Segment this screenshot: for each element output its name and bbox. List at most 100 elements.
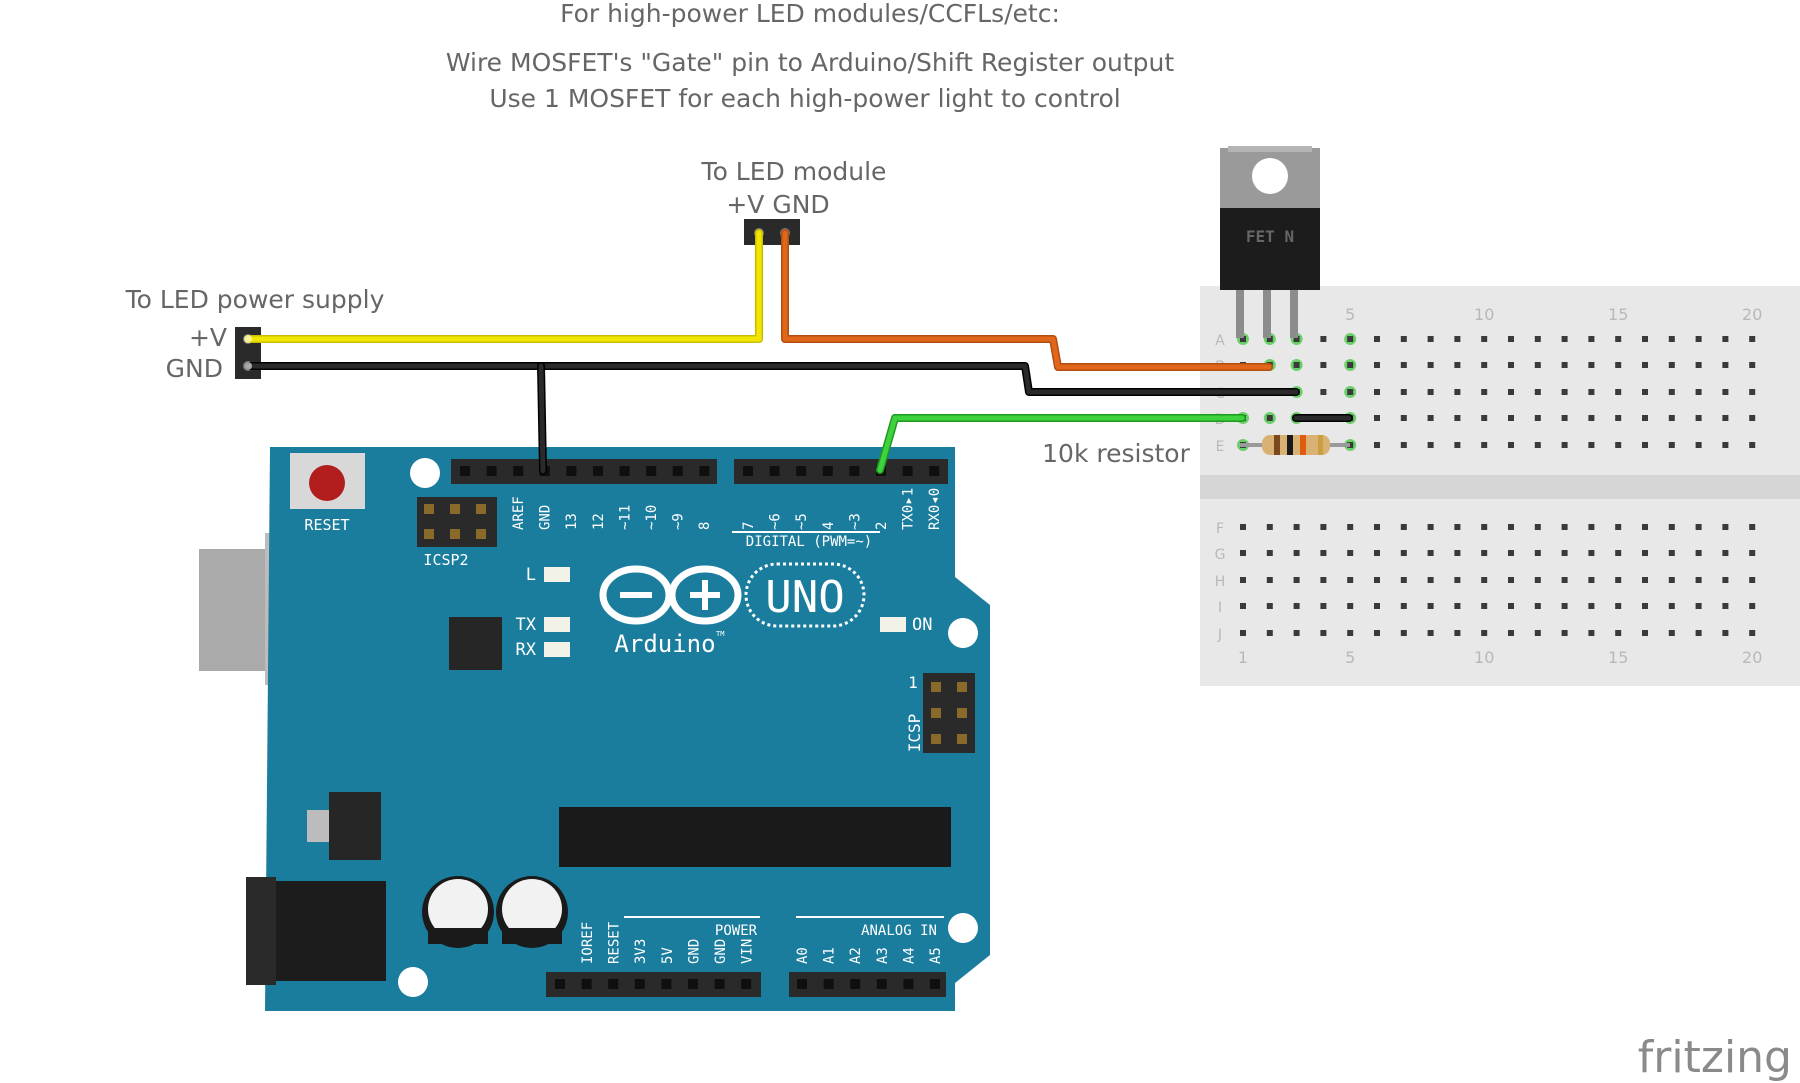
pin-label: ~10 bbox=[644, 505, 660, 530]
breadboard-hole bbox=[1400, 362, 1407, 368]
header-pin bbox=[555, 979, 565, 989]
breadboard-hole bbox=[1320, 630, 1327, 636]
header-pin bbox=[699, 466, 710, 476]
breadboard-hole bbox=[1320, 603, 1327, 609]
breadboard-hole bbox=[1374, 550, 1380, 556]
breadboard-hole bbox=[1561, 630, 1568, 636]
header-pin bbox=[688, 979, 698, 989]
digital-header-right bbox=[734, 459, 948, 484]
breadboard-hole bbox=[1240, 630, 1246, 636]
header-pin bbox=[931, 708, 941, 718]
breadboard-row-label: G bbox=[1215, 547, 1226, 563]
pin-label: A3 bbox=[875, 947, 891, 964]
pin-label: A1 bbox=[822, 947, 838, 964]
breadboard-col-label: 10 bbox=[1474, 648, 1494, 667]
pin-label: 4 bbox=[821, 522, 837, 530]
breadboard-hole bbox=[1454, 442, 1461, 448]
header-pin bbox=[797, 979, 807, 989]
breadboard-hole bbox=[1642, 630, 1648, 636]
breadboard-hole bbox=[1722, 577, 1729, 583]
breadboard-hole bbox=[1561, 577, 1568, 583]
header-pin bbox=[741, 979, 752, 989]
pin-label: ~5 bbox=[794, 513, 810, 530]
icsp-pin1-label: 1 bbox=[908, 673, 918, 692]
breadboard-hole bbox=[1642, 389, 1648, 395]
breadboard-col-label: 15 bbox=[1608, 648, 1628, 667]
header-pin bbox=[634, 979, 645, 989]
header-pin bbox=[850, 979, 861, 989]
breadboard-hole bbox=[1534, 362, 1541, 368]
note-line-3: Use 1 MOSFET for each high-power light t… bbox=[489, 84, 1120, 113]
arduino-tm: TM bbox=[716, 630, 724, 638]
breadboard-hole bbox=[1749, 442, 1756, 448]
breadboard-hole bbox=[1347, 577, 1354, 583]
breadboard-hole bbox=[1293, 630, 1300, 636]
breadboard-hole bbox=[1695, 415, 1702, 421]
breadboard-hole bbox=[1293, 550, 1300, 556]
header-pin bbox=[957, 708, 967, 718]
breadboard-col-label: 5 bbox=[1345, 305, 1355, 324]
breadboard-row-label: H bbox=[1215, 574, 1226, 590]
power-header bbox=[546, 972, 761, 997]
breadboard-hole bbox=[1695, 603, 1702, 609]
pin-label: ~9 bbox=[671, 513, 687, 530]
breadboard-hole bbox=[1293, 524, 1300, 530]
power-plus-label: +V bbox=[189, 323, 227, 352]
breadboard-hole bbox=[1266, 603, 1273, 609]
breadboard-hole bbox=[1588, 442, 1595, 448]
header-pin bbox=[796, 466, 807, 476]
breadboard-hole bbox=[1722, 550, 1729, 556]
breadboard-hole bbox=[1400, 336, 1407, 342]
breadboard-hole bbox=[1534, 577, 1541, 583]
breadboard-hole bbox=[1561, 442, 1568, 448]
wires bbox=[244, 229, 1353, 475]
breadboard-hole bbox=[1668, 524, 1675, 530]
breadboard-hole bbox=[1749, 389, 1756, 395]
breadboard-hole bbox=[1695, 630, 1702, 636]
breadboard-hole bbox=[1588, 389, 1595, 395]
breadboard-hole bbox=[1722, 389, 1729, 395]
breadboard-col-label: 20 bbox=[1742, 648, 1762, 667]
breadboard-hole bbox=[1481, 550, 1488, 556]
header-pin bbox=[822, 466, 833, 476]
header-pin bbox=[619, 466, 630, 476]
breadboard-hole bbox=[1749, 415, 1756, 421]
led-tx bbox=[544, 617, 570, 632]
led-tx-label: TX bbox=[516, 615, 537, 635]
breadboard-hole bbox=[1749, 550, 1756, 556]
led-on bbox=[880, 617, 906, 632]
breadboard-hole bbox=[1508, 415, 1514, 421]
header-pin bbox=[823, 979, 834, 989]
breadboard-hole bbox=[1427, 336, 1434, 342]
breadboard-hole bbox=[1481, 336, 1488, 342]
breadboard-hole bbox=[1534, 415, 1541, 421]
reset-label: RESET bbox=[304, 516, 349, 534]
mosfet-label: FET N bbox=[1246, 227, 1294, 246]
breadboard-hole bbox=[1266, 524, 1273, 530]
breadboard-hole bbox=[1374, 389, 1380, 395]
breadboard-hole bbox=[1508, 550, 1514, 556]
analog-header bbox=[789, 972, 946, 997]
pin-label: VIN bbox=[740, 939, 756, 964]
breadboard-hole bbox=[1374, 415, 1380, 421]
breadboard-hole bbox=[1508, 603, 1514, 609]
breadboard-hole bbox=[1588, 336, 1595, 342]
pin-label: AREF bbox=[511, 496, 527, 530]
breadboard-hole bbox=[1347, 389, 1354, 395]
led-module-pins-label: +V GND bbox=[726, 190, 829, 219]
breadboard-hole bbox=[1427, 362, 1434, 368]
mosfet: FET N bbox=[1220, 146, 1320, 338]
breadboard-hole bbox=[1427, 389, 1434, 395]
breadboard-hole bbox=[1695, 524, 1702, 530]
breadboard-hole bbox=[1240, 603, 1246, 609]
breadboard-hole bbox=[1722, 630, 1729, 636]
pin-label: 5V bbox=[660, 947, 676, 964]
breadboard-hole bbox=[1347, 442, 1354, 448]
breadboard-hole bbox=[1400, 577, 1407, 583]
led-l-label: L bbox=[526, 565, 536, 585]
breadboard-hole bbox=[1427, 550, 1434, 556]
power-supply-label: To LED power supply bbox=[125, 285, 385, 314]
breadboard-hole bbox=[1615, 336, 1622, 342]
breadboard-hole bbox=[1400, 550, 1407, 556]
